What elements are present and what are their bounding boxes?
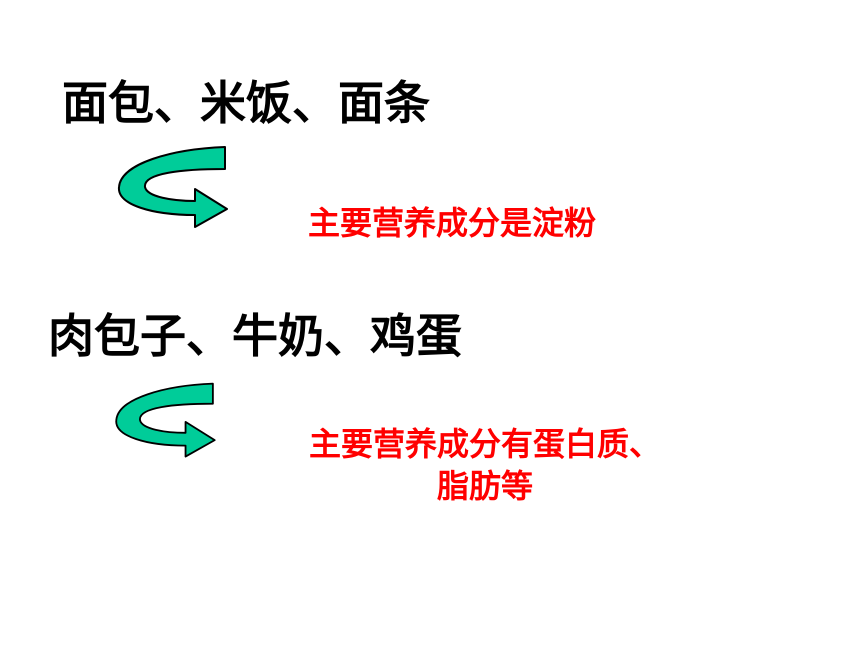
nutrient-note-2: 主要营养成分有蛋白质、 脂肪等: [255, 424, 715, 507]
foods-heading-2: 肉包子、牛奶、鸡蛋: [48, 309, 462, 363]
foods-heading-1: 面包、米饭、面条: [62, 76, 430, 130]
nutrient-note-2-line-2: 脂肪等: [436, 466, 533, 505]
nutrient-note-2-line-1: 主要营养成分有蛋白质、: [308, 425, 661, 463]
curved-arrow-icon: [115, 382, 216, 458]
curved-arrow-icon: [117, 146, 228, 228]
nutrient-note-1: 主要营养成分是淀粉: [308, 204, 597, 242]
